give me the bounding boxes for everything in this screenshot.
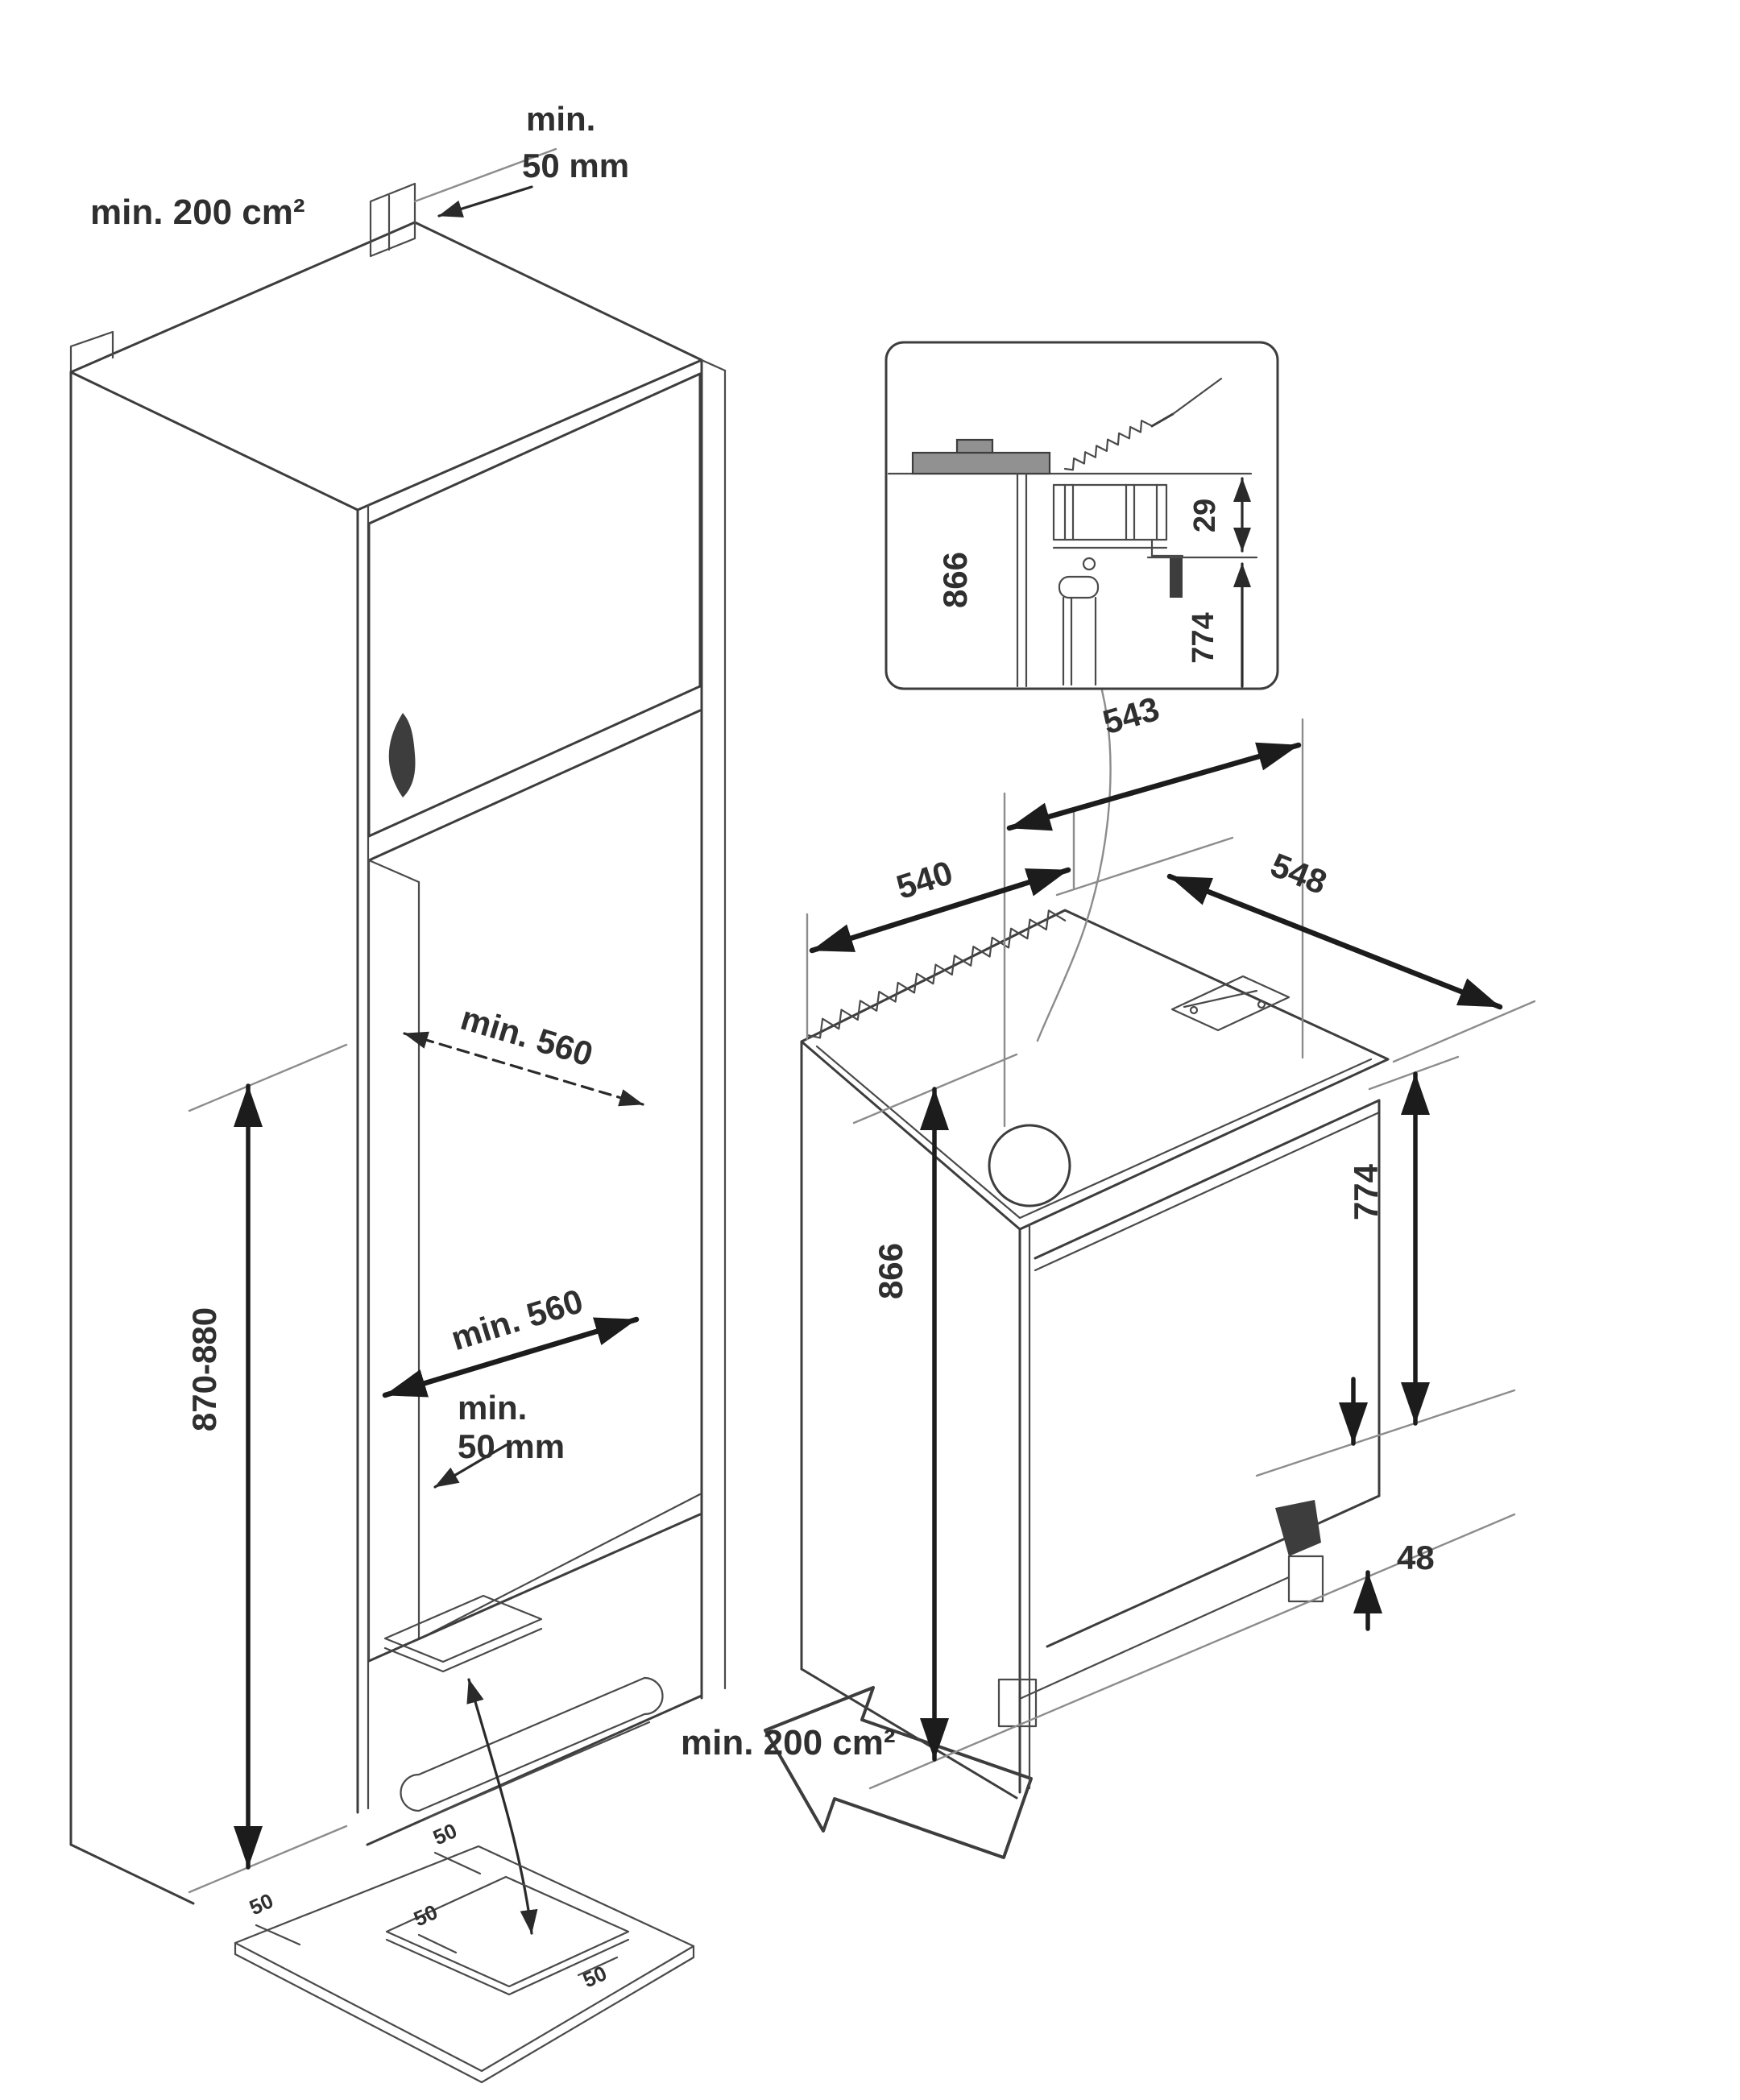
cabinet-bottom-left-edge bbox=[69, 1843, 195, 1905]
cutout-leader-curve bbox=[466, 1678, 538, 1935]
inset-hinge-pin-bracket bbox=[1150, 538, 1184, 557]
cabinet-top-face bbox=[69, 221, 703, 512]
plinth-vent-slot-shadow bbox=[424, 1721, 651, 1820]
rear-vent-channel bbox=[369, 182, 416, 258]
height-label: 866 bbox=[872, 1243, 909, 1299]
inset-detail: 866 29 774 bbox=[884, 341, 1279, 690]
niche-height-bottom-reference bbox=[188, 1825, 348, 1894]
body-bottom-edge bbox=[1020, 1576, 1290, 1700]
door-top-edge bbox=[1034, 1099, 1381, 1260]
niche-depth-front-dimension bbox=[382, 1316, 640, 1398]
base-vent-cutout bbox=[383, 1594, 543, 1663]
inset-top-clearance-label: 29 bbox=[1188, 499, 1222, 532]
plinth-dim-tick-2 bbox=[255, 1924, 301, 1946]
niche-depth-top-label: min. 560 bbox=[457, 999, 598, 1074]
screw-head-icon bbox=[1150, 412, 1174, 428]
overall-width-dimension bbox=[1006, 742, 1302, 831]
plinth-bottom-edge bbox=[366, 1694, 703, 1846]
ext-line-depth-rear bbox=[1392, 1000, 1536, 1063]
top-vent-area-label: min. 200 cm² bbox=[90, 193, 305, 232]
niche-floor-front-edge bbox=[367, 1513, 702, 1663]
base-vent-cutout-thickness bbox=[383, 1627, 543, 1673]
cabinet-top-left-step bbox=[69, 330, 114, 374]
plinth-dim-label-1: 50 bbox=[429, 1818, 461, 1849]
appliance-top-rim bbox=[815, 1045, 1373, 1220]
plinth-detail: 50 50 50 50 bbox=[234, 1818, 695, 2084]
screw-thread-icon bbox=[1063, 420, 1153, 471]
depth-label: 548 bbox=[1266, 846, 1332, 901]
door-handle bbox=[388, 713, 416, 797]
cabinet-right-top-edge bbox=[700, 358, 727, 372]
niche-ceiling-edge bbox=[367, 859, 420, 884]
plinth-plate-thickness bbox=[234, 1941, 695, 2084]
top-hinge-screw-icon bbox=[1189, 1005, 1199, 1015]
inset-vent-slot bbox=[1058, 575, 1100, 599]
cabinet-drawing: min. 560 min. 560 870-880 50 50 50 50 mi… bbox=[69, 100, 1033, 2084]
plinth-vent-slot bbox=[400, 1676, 664, 1812]
ext-line-depth-front bbox=[1055, 836, 1234, 897]
niche-height-top-reference bbox=[188, 1043, 348, 1112]
bottom-gap-label-line2: 50 mm bbox=[458, 1427, 565, 1465]
top-gap-extension-line bbox=[413, 147, 557, 203]
inset-counter-trim bbox=[955, 438, 994, 454]
screw-leader-line bbox=[1171, 377, 1223, 416]
hinge-callout-circle bbox=[988, 1124, 1071, 1207]
bottom-vent-area-label: min. 200 cm² bbox=[681, 1723, 896, 1762]
plinth-dim-label-4: 50 bbox=[579, 1961, 611, 1992]
inset-screw-hole-icon bbox=[1082, 557, 1096, 571]
door-bottom-reference-line bbox=[1255, 1389, 1516, 1477]
bottom-gap-label-line1: min. bbox=[458, 1389, 527, 1427]
floor-line bbox=[868, 1513, 1516, 1790]
airflow-block-arrow-icon bbox=[764, 1686, 1033, 1859]
top-gap-label-line1: min. bbox=[526, 100, 595, 138]
niche-depth-top-dimension bbox=[403, 1031, 644, 1107]
plinth-dim-tick-4 bbox=[577, 1956, 619, 1977]
appliance-top-face bbox=[800, 909, 1390, 1231]
top-hinge-bracket bbox=[1170, 975, 1290, 1032]
bottom-gap-arrow bbox=[433, 1443, 509, 1489]
bottom-hinge bbox=[1275, 1500, 1321, 1556]
inset-hinge-bracket bbox=[1052, 483, 1168, 541]
cabinet-width-dimension bbox=[809, 867, 1071, 954]
door-top-edge-inner bbox=[1034, 1111, 1381, 1272]
appliance-bottom-left-edge bbox=[800, 1667, 1018, 1800]
niche-depth-front-label: min. 560 bbox=[447, 1282, 587, 1357]
plinth-dim-tick-3 bbox=[417, 1933, 458, 1954]
base-gap-label: 48 bbox=[1397, 1539, 1435, 1576]
inset-hinge-pin bbox=[1170, 556, 1183, 598]
niche-top-edge bbox=[367, 709, 702, 862]
bottom-hinge-foot bbox=[1287, 1555, 1324, 1603]
plinth-dim-label-2: 50 bbox=[246, 1888, 277, 1920]
overall-width-label: 543 bbox=[1099, 690, 1163, 741]
niche-height-label: 870-880 bbox=[185, 1307, 223, 1431]
door-bottom-edge bbox=[1046, 1494, 1381, 1648]
niche-floor-back-edge bbox=[417, 1493, 702, 1641]
plinth-dim-tick-1 bbox=[433, 1851, 482, 1875]
plinth-dim-label-3: 50 bbox=[410, 1899, 441, 1931]
inset-counter-top bbox=[911, 451, 1051, 475]
cabinet-door bbox=[367, 372, 702, 838]
top-gap-label-line2: 50 mm bbox=[522, 147, 629, 184]
cabinet-width-label: 540 bbox=[892, 853, 957, 906]
appliance-drawing: 543 540 548 866 774 48 bbox=[800, 689, 1536, 1800]
inset-door-height-label: 774 bbox=[1187, 612, 1220, 663]
plinth-plate-cutout-thickness bbox=[385, 1938, 630, 1996]
inset-niche-height-label: 866 bbox=[936, 552, 974, 608]
door-height-label: 774 bbox=[1347, 1163, 1385, 1220]
depth-dimension bbox=[1166, 873, 1503, 1010]
inset-border bbox=[884, 341, 1279, 690]
plinth-plate-cutout bbox=[385, 1875, 630, 1988]
top-gap-arrow bbox=[437, 185, 533, 217]
plinth-plate bbox=[234, 1845, 695, 2073]
